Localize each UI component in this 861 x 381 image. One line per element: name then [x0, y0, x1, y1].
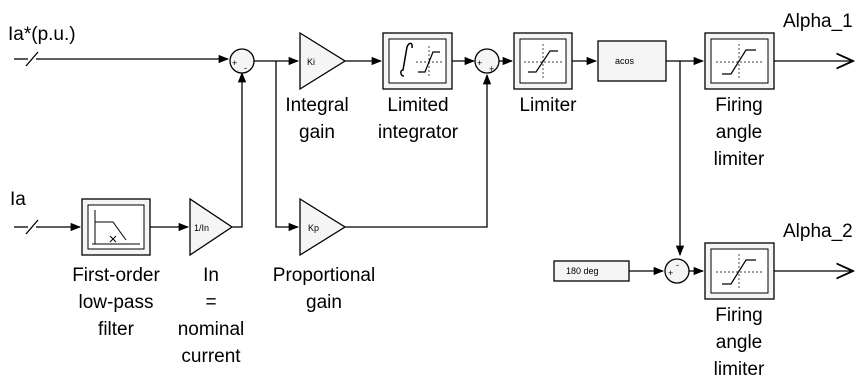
integral-gain-symbol: Ki — [307, 57, 315, 67]
caption-integral-gain: Integral gain — [285, 95, 348, 143]
constant-180-label: 180 deg — [566, 266, 599, 276]
input-ia: Ia — [10, 189, 40, 235]
svg-text:limiter: limiter — [714, 149, 765, 170]
caption-limited-integrator: Limited integrator — [378, 95, 459, 143]
svg-text:Proportional: Proportional — [273, 265, 375, 286]
caption-firing-limiter-2: Firing angle limiter — [714, 305, 765, 380]
svg-text:filter: filter — [98, 319, 135, 340]
sum1-minus-sign: - — [244, 63, 247, 73]
svg-text:current: current — [181, 346, 241, 367]
svg-text:In: In — [203, 265, 219, 286]
saturation-icon — [524, 44, 562, 78]
sum3-plus-sign: + — [668, 268, 673, 278]
wire-error-to-kp — [275, 61, 300, 232]
svg-text:angle: angle — [716, 332, 763, 353]
firing-angle-limiter-2 — [704, 242, 775, 300]
output-alpha2-label: Alpha_2 — [783, 221, 853, 242]
switch-icon — [14, 51, 40, 67]
svg-text:low-pass: low-pass — [79, 292, 154, 313]
input-ia-ref-label: Ia*(p.u.) — [8, 24, 76, 45]
sum2-plus-left-sign: + — [477, 58, 482, 68]
svg-text:gain: gain — [299, 122, 335, 143]
sum-junction-2: + + — [474, 48, 500, 74]
lowpass-filter-block — [81, 198, 151, 256]
switch-icon — [14, 219, 40, 235]
integral-gain-block: Ki — [299, 31, 347, 91]
svg-text:Integral: Integral — [285, 95, 348, 116]
svg-text:integrator: integrator — [378, 122, 459, 143]
caption-proportional-gain: Proportional gain — [273, 265, 375, 313]
limiter-block — [513, 32, 573, 90]
proportional-gain-symbol: Kp — [308, 223, 319, 233]
svg-text:Firing: Firing — [715, 95, 763, 116]
caption-filter: First-order low-pass filter — [72, 265, 160, 340]
caption-limiter: Limiter — [519, 95, 577, 116]
input-ia-ref: Ia*(p.u.) — [8, 24, 76, 67]
caption-in-nominal-current: In = nominal current — [178, 265, 245, 367]
svg-text:angle: angle — [716, 122, 763, 143]
wire-kp-out — [345, 73, 492, 228]
caption-firing-limiter-1: Firing angle limiter — [714, 95, 765, 170]
sum-junction-1: + - — [229, 48, 255, 74]
saturation-icon — [716, 254, 763, 288]
lowpass-response-icon — [92, 210, 140, 245]
svg-text:=: = — [205, 292, 216, 313]
inverse-in-gain: 1/In — [189, 197, 234, 257]
svg-text:gain: gain — [306, 292, 342, 313]
output-alpha1-label: Alpha_1 — [783, 11, 853, 32]
proportional-gain-block: Kp — [299, 197, 347, 257]
firing-angle-limiter-1 — [704, 32, 775, 90]
sum1-plus-sign: + — [232, 58, 237, 68]
svg-text:Limited: Limited — [387, 95, 448, 116]
saturation-icon — [716, 44, 763, 78]
constant-180-block: 180 deg — [553, 260, 630, 282]
svg-text:Firing: Firing — [715, 305, 763, 326]
integrator-limit-icon — [400, 42, 442, 78]
svg-text:First-order: First-order — [72, 265, 160, 286]
sum3-minus-sign: - — [676, 260, 679, 270]
wire-feedback — [232, 71, 247, 228]
acos-block: acos — [597, 40, 667, 82]
svg-text:limiter: limiter — [714, 359, 765, 380]
svg-text:nominal: nominal — [178, 319, 245, 340]
inverse-in-gain-label: 1/In — [194, 223, 209, 233]
sum2-plus-bottom-sign: + — [489, 64, 494, 74]
limited-integrator-block — [382, 32, 453, 90]
acos-label: acos — [615, 56, 635, 66]
sum-junction-3: + - — [664, 258, 690, 284]
input-ia-label: Ia — [10, 189, 26, 210]
